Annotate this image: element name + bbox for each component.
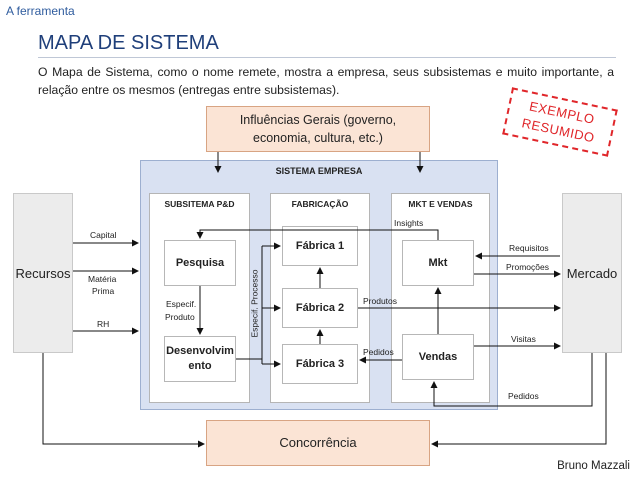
page-title: MAPA DE SISTEMA (38, 32, 219, 54)
node-fabrica-1: Fábrica 1 (282, 226, 358, 266)
node-vendas: Vendas (402, 334, 474, 380)
influences-box: Influências Gerais (governo, economia, c… (206, 106, 430, 152)
node-pesquisa-label: Pesquisa (175, 256, 225, 269)
node-mkt: Mkt (402, 240, 474, 286)
author-credit: Bruno Mazzali (557, 460, 630, 472)
recursos-box: Recursos (13, 193, 73, 353)
title-divider (38, 57, 616, 58)
node-fabrica-2: Fábrica 2 (282, 288, 358, 328)
node-desenvolvimento-label: Desenvolvimento (166, 345, 234, 372)
label-produto: Produto (165, 312, 195, 322)
label-requisitos: Requisitos (509, 243, 549, 253)
node-desenvolvimento: Desenvolvimento (164, 336, 236, 382)
label-pedidos-inner: Pedidos (363, 347, 394, 357)
section-label: A ferramenta (6, 4, 75, 18)
label-materia: Matéria (88, 274, 117, 284)
mercado-box: Mercado (562, 193, 622, 353)
page-description: O Mapa de Sistema, como o nome remete, m… (38, 65, 614, 97)
label-capital: Capital (90, 230, 117, 240)
label-rh: RH (97, 319, 110, 329)
label-insights: Insights (394, 218, 424, 228)
arrow-pedidos-outer (430, 353, 593, 407)
node-mkt-label: Mkt (428, 256, 448, 269)
panel-pd-header: SUBSITEMA P&D (164, 199, 235, 209)
label-pedidos-outer: Pedidos (508, 391, 539, 401)
label-visitas: Visitas (511, 334, 536, 344)
concorrencia-label: Concorrência (279, 435, 357, 450)
node-fabrica-3: Fábrica 3 (282, 344, 358, 384)
recursos-label: Recursos (15, 265, 71, 281)
label-especif-processo: Especif. Processo (249, 269, 260, 338)
node-pesquisa: Pesquisa (164, 240, 236, 286)
arrow-insights (196, 229, 439, 240)
concorrencia-box: Concorrência (206, 420, 430, 466)
arrow-recursos-concorrencia (42, 353, 205, 448)
node-fabrica-1-label: Fábrica 1 (295, 239, 345, 252)
label-prima: Prima (92, 286, 115, 296)
node-fabrica-2-label: Fábrica 2 (295, 301, 345, 314)
arrow-mercado-concorrencia (431, 353, 607, 448)
label-especif: Especif. (166, 299, 197, 309)
system-title: SISTEMA EMPRESA (275, 166, 363, 176)
panel-fab-header: FABRICAÇÃO (291, 199, 349, 209)
influences-line-2: economia, cultura, etc.) (253, 131, 383, 145)
label-produtos: Produtos (363, 296, 398, 306)
mercado-label: Mercado (566, 265, 618, 281)
panel-mkt-header: MKT E VENDAS (408, 199, 473, 209)
node-fabrica-3-label: Fábrica 3 (295, 357, 345, 370)
influences-line-1: Influências Gerais (governo, (239, 113, 397, 127)
node-vendas-label: Vendas (418, 350, 458, 363)
label-promocoes: Promoções (506, 262, 549, 272)
